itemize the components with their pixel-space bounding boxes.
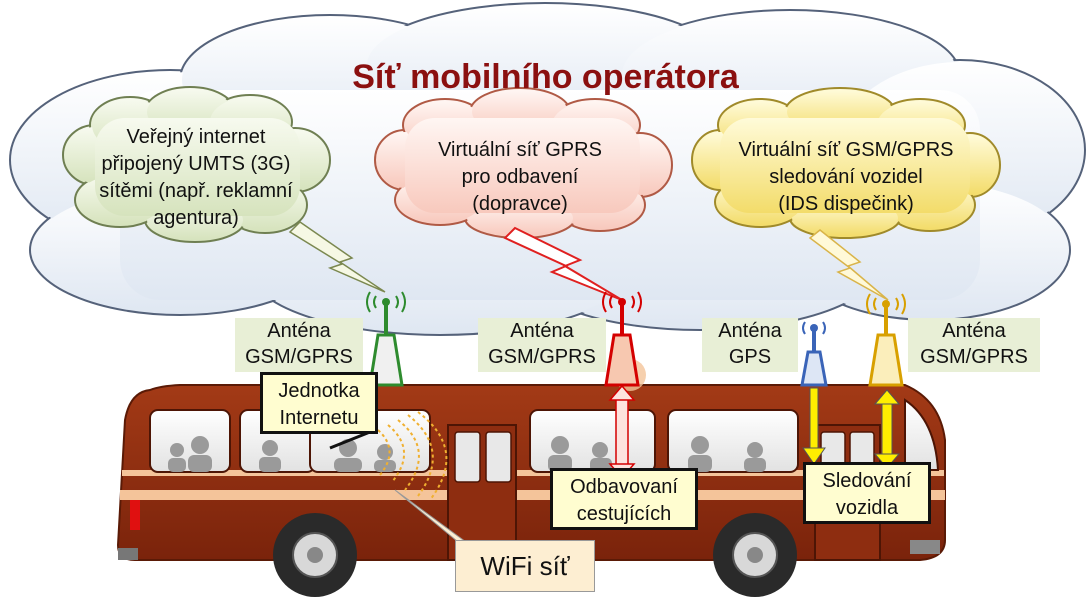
gsm-tracking-cloud	[691, 87, 1001, 239]
bus-wheel	[273, 513, 357, 597]
gprs-passengers-cloud	[374, 87, 673, 239]
antenna-gsm-middle	[602, 291, 646, 391]
ticketing-box: Odbavovaní cestujících	[550, 468, 698, 530]
arrow-ticketing-link	[608, 384, 636, 480]
wifi-waves-icon	[377, 411, 448, 501]
public-internet-cloud	[62, 86, 331, 243]
arrow-tracking-link	[873, 389, 901, 469]
antenna-gsm-right-label: Anténa GSM/GPRS	[908, 318, 1040, 372]
antenna-gsm-right	[866, 293, 906, 387]
gprs-passengers-cloud-label: Virtuální síť GPRS pro odbavení (dopravc…	[438, 139, 602, 215]
gsm-tracking-cloud-label: Virtuální síť GSM/GPRS sledování vozidel…	[738, 139, 954, 215]
tracking-box: Sledování vozidla	[803, 462, 931, 524]
internet-unit-connector	[329, 430, 371, 450]
lightning-bolt-icon	[808, 229, 889, 301]
lightning-bolt-icon	[503, 226, 623, 301]
diagram-title: Síť mobilního operátora	[352, 58, 739, 96]
antenna-gps	[800, 321, 828, 387]
public-internet-cloud-label: Veřejný internet připojený UMTS (3G) sít…	[99, 126, 293, 229]
wifi-network-label: WiFi síť	[455, 540, 595, 592]
lightning-bolt-icon	[288, 221, 386, 293]
internet-unit-box: Jednotka Internetu	[260, 372, 378, 434]
antenna-gps-label: Anténa GPS	[702, 318, 798, 372]
antenna-gsm-left-label: Anténa GSM/GPRS	[235, 318, 363, 372]
antenna-gsm-left	[366, 291, 406, 387]
arrow-gps-link	[802, 387, 826, 465]
antenna-gsm-middle-label: Anténa GSM/GPRS	[478, 318, 606, 372]
bus-wheel	[713, 513, 797, 597]
